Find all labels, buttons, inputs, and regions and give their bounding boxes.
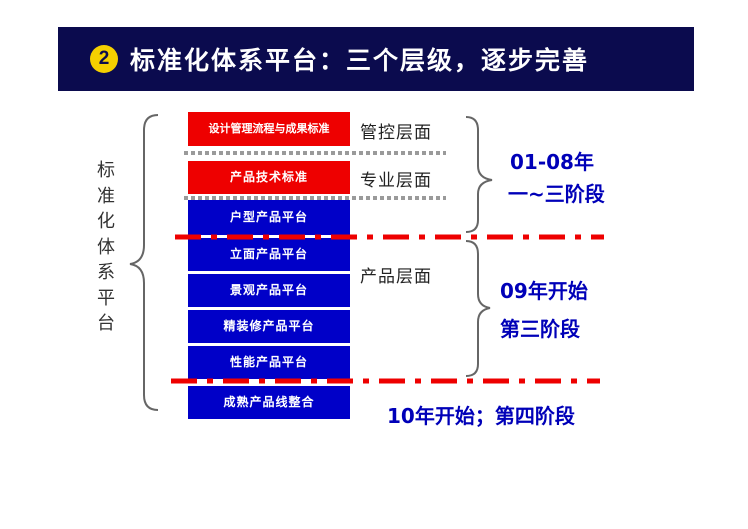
step-number-badge: 2	[90, 45, 118, 73]
stack-item-interior-platform: 精装修产品平台	[188, 310, 350, 343]
vertical-title-char: 台	[97, 313, 115, 334]
layer-label-professional: 专业层面	[360, 171, 432, 191]
vertical-title-char: 体	[97, 236, 115, 258]
stack-item-product-tech-standard: 产品技术标准	[188, 161, 350, 194]
phase-2-stage: 第三阶段	[500, 317, 580, 341]
phase-2-label: 09年开始 第三阶段	[500, 272, 588, 348]
vertical-title-char: 平	[97, 287, 115, 309]
stack-item-unit-type-platform: 户型产品平台	[188, 200, 350, 235]
vertical-title-char: 化	[97, 211, 115, 232]
phase-3-label: 10年开始；第四阶段	[387, 404, 575, 428]
stack-item-product-line-integration: 成熟产品线整合	[188, 386, 350, 419]
stack-item-design-process-standard: 设计管理流程与成果标准	[188, 112, 350, 146]
title-banner	[58, 27, 694, 91]
right-brace-phase-2	[465, 240, 491, 377]
right-brace-phase-1	[465, 116, 493, 233]
phase-1-stages: 一~三阶段	[508, 182, 605, 206]
stack-item-landscape-platform: 景观产品平台	[188, 274, 350, 307]
vertical-title-char: 系	[97, 262, 115, 283]
vertical-title-char: 标	[97, 160, 115, 181]
phase-1-label: 01-08年 一~三阶段	[508, 146, 605, 210]
stack-item-facade-platform: 立面产品平台	[188, 238, 350, 271]
layer-label-control: 管控层面	[360, 123, 432, 143]
stack-item-performance-platform: 性能产品平台	[188, 346, 350, 379]
phase-2-years: 09年开始	[500, 279, 588, 303]
page-title: 标准化体系平台：三个层级，逐步完善	[130, 46, 590, 75]
vertical-title-char: 准	[97, 185, 115, 207]
layer-label-product: 产品层面	[360, 267, 432, 287]
left-brace	[129, 114, 159, 411]
phase-1-years: 01-08年	[510, 150, 594, 174]
vertical-title: 标 准 化 体 系 平 台	[96, 158, 116, 337]
